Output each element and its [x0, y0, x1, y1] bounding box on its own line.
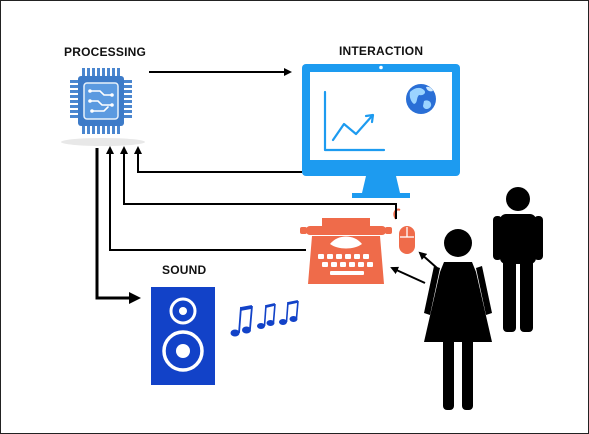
music-notes-icon [230, 300, 299, 337]
computer-mouse-icon [393, 208, 415, 254]
typewriter-icon [300, 218, 392, 284]
arrow-woman-to-mouse [418, 251, 438, 269]
arrow-interaction-to-processing [134, 146, 302, 173]
cpu-chip-icon [61, 68, 145, 146]
man-figure-icon [493, 187, 543, 332]
connection-arrows [95, 68, 438, 304]
woman-figure-icon [424, 229, 492, 410]
sound-label: SOUND [162, 263, 207, 277]
speaker-icon [151, 287, 215, 385]
arrow-mouse-to-processing [120, 146, 397, 219]
arrow-woman-to-typewriter [390, 266, 426, 284]
processing-label: PROCESSING [64, 45, 147, 59]
interaction-label: INTERACTION [339, 44, 424, 58]
arrow-processing-to-sound [95, 148, 141, 304]
trend-chart-icon [323, 90, 386, 152]
globe-icon [406, 84, 436, 114]
arrow-typewriter-to-processing [106, 146, 306, 251]
